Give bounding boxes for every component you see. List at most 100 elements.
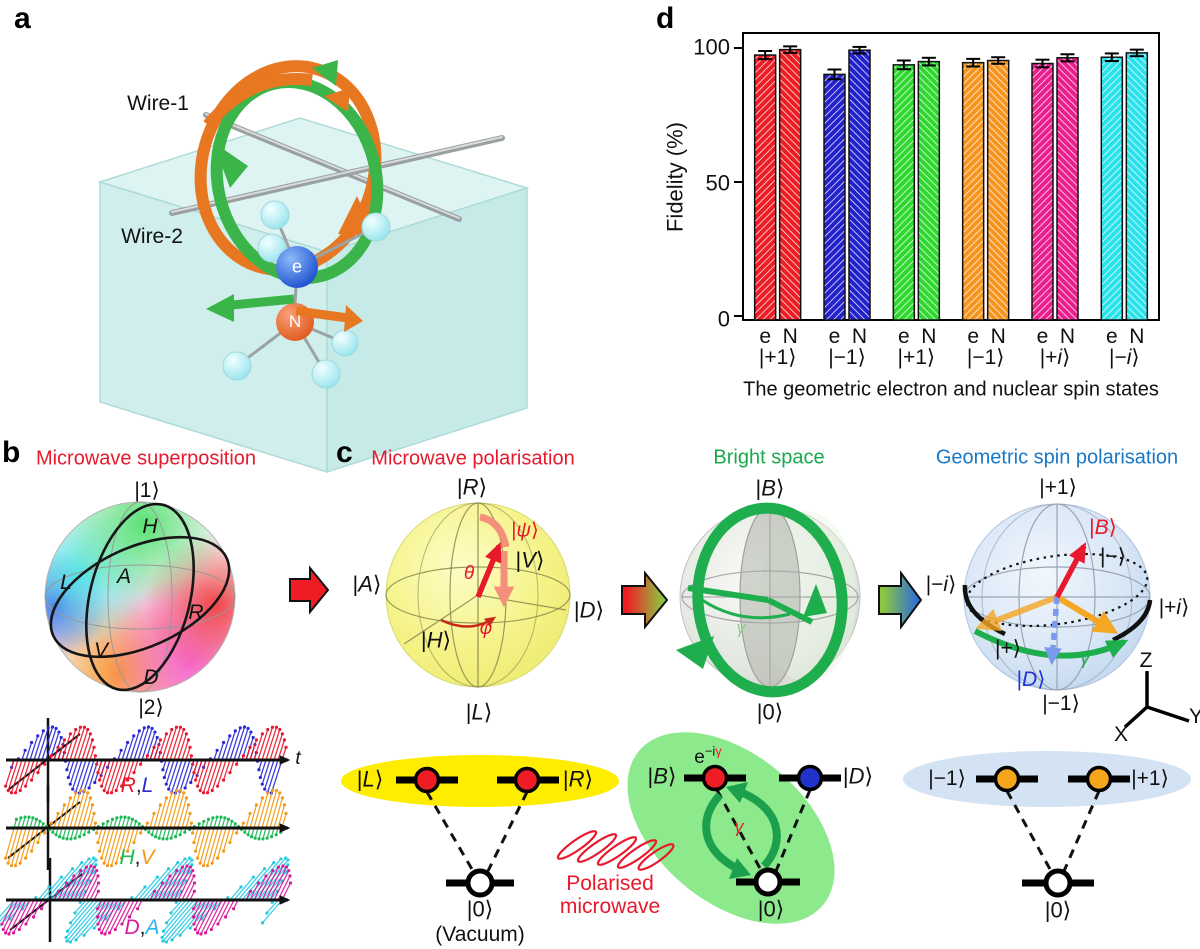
b-time-label: t — [295, 748, 301, 770]
great-circle-1 — [85, 502, 195, 692]
d1-ket-R: |R⟩ — [562, 766, 594, 792]
solid-arc-right — [1112, 599, 1153, 643]
poincare-sphere-colorful — [45, 502, 235, 692]
x-axis-title: The geometric electron and nuclear spin … — [743, 378, 1159, 401]
panel-a-illustration — [97, 60, 530, 474]
orange-ring-arrowhead — [324, 88, 350, 112]
geometric-title: Geometric spin polarisation — [935, 446, 1179, 469]
xtick-N-2: N — [921, 325, 937, 349]
axis-y-label: Y — [1188, 705, 1200, 729]
loop-arrowhead-up — [803, 584, 827, 617]
bright-loop — [692, 502, 848, 698]
orange-ring-overlap — [203, 73, 313, 129]
bs-ket-B: |B⟩ — [755, 475, 785, 501]
carbon-atom — [331, 329, 359, 357]
bright-space-sphere — [676, 502, 861, 698]
b-D: D — [143, 666, 159, 690]
c-theta: θ — [463, 563, 475, 585]
bright-space-title: Bright space — [713, 446, 825, 469]
blue-subspace-ellipse — [903, 751, 1191, 807]
green-cone-up — [213, 142, 248, 188]
wire-2-highlight — [171, 136, 503, 213]
xtick-N-0: N — [782, 325, 798, 349]
microwave-label-2: microwave — [559, 895, 661, 919]
g-ket-plus: |+⟩ — [995, 637, 1021, 661]
electron-sphere — [276, 246, 318, 288]
empty-dot — [1043, 868, 1073, 898]
red-green-gradient-arrow — [621, 570, 669, 630]
panel-b-title: Microwave superposition — [35, 447, 257, 470]
g-ket-minus-i: |−i⟩ — [925, 573, 957, 597]
wire-1-highlight — [205, 113, 460, 219]
dashed-link — [1062, 790, 1101, 872]
loop-arrowhead-down — [676, 636, 714, 669]
blue-dashed-D-arrow — [1044, 596, 1062, 666]
ytick-0: 0 — [717, 306, 730, 332]
b-wave1-label: R,L — [120, 774, 154, 798]
bond — [293, 284, 298, 307]
ytick-100: 100 — [693, 34, 730, 60]
d2-ket-B: |B⟩ — [647, 763, 677, 789]
panel-label-d: d — [656, 2, 675, 35]
group-state-4: |+i⟩ — [1039, 346, 1071, 370]
group-state-2: |+1⟩ — [897, 346, 936, 370]
d1-vacuum: (Vacuum) — [435, 923, 525, 947]
empty-dot — [753, 867, 783, 897]
g-ket-plus1: |+1⟩ — [1039, 476, 1077, 500]
population-dot-red — [701, 764, 729, 792]
d3-ket-plus1: |+1⟩ — [1131, 767, 1169, 791]
red-B-arrow — [1054, 542, 1087, 599]
b-ket-1: |1⟩ — [134, 479, 160, 503]
level-diagrams — [341, 732, 1191, 924]
y-axis-title: Fidelity (%) — [662, 121, 688, 233]
orange-axis-arrowhead — [344, 305, 363, 332]
c-ket-R: |R⟩ — [456, 474, 488, 500]
d1-ket-L: |L⟩ — [356, 766, 384, 792]
green-blue-gradient-arrow — [878, 569, 923, 631]
c-ket-V: |V⟩ — [515, 547, 545, 573]
carbon-atom — [222, 351, 252, 381]
diamond-cube-side — [326, 186, 528, 474]
empty-dot — [465, 868, 495, 898]
panel-label-c: c — [336, 436, 353, 469]
carbon-atom — [311, 359, 341, 389]
c-ket-A: |A⟩ — [352, 571, 382, 597]
electron-label: e — [291, 256, 303, 277]
wire1-label: Wire-1 — [127, 92, 189, 116]
c-ket-L: |L⟩ — [465, 699, 493, 725]
axis-x-label: X — [1113, 723, 1129, 747]
xtick-e-1: e — [828, 325, 841, 349]
chart-frame — [742, 32, 1160, 321]
population-dot-blue — [796, 764, 824, 792]
g-ket-minus1: |−1⟩ — [1042, 692, 1080, 716]
wire2-label: Wire-2 — [121, 225, 183, 249]
xtick-e-4: e — [1036, 325, 1049, 349]
xtick-N-4: N — [1059, 325, 1076, 349]
c-ket-psi: |ψ⟩ — [511, 519, 539, 542]
population-dot-orange — [993, 765, 1021, 793]
xtick-N-3: N — [990, 325, 1006, 349]
green-axis-arrow-shaft — [231, 294, 295, 310]
axis-z-label: Z — [1139, 649, 1153, 673]
orange-arrow-left — [975, 594, 1059, 632]
microwave-label-1: Polarised — [566, 872, 654, 896]
panel-d-chart — [734, 32, 1160, 321]
xtick-N-5: N — [1129, 325, 1145, 349]
d2-gamma: γ — [734, 816, 744, 837]
g-ket-B: |B⟩ — [1089, 516, 1117, 540]
panel-label-a: a — [14, 2, 31, 35]
group-state-1: |−1⟩ — [828, 346, 866, 370]
b-H: H — [142, 515, 158, 539]
cycle-arrow-down — [702, 792, 744, 875]
phi-arc — [440, 616, 497, 628]
gamma-wedge-2 — [766, 597, 814, 625]
orange-arrow-right — [1055, 594, 1119, 634]
flow-arrows — [289, 565, 923, 631]
cycle-arrowhead-down — [729, 858, 751, 879]
group-state-0: |+1⟩ — [758, 346, 797, 370]
panel-b-waveforms — [0, 718, 293, 944]
green-axis-arrowhead — [206, 294, 234, 322]
b-wave2-label: H,V — [119, 846, 155, 870]
axis-y — [1146, 705, 1190, 723]
